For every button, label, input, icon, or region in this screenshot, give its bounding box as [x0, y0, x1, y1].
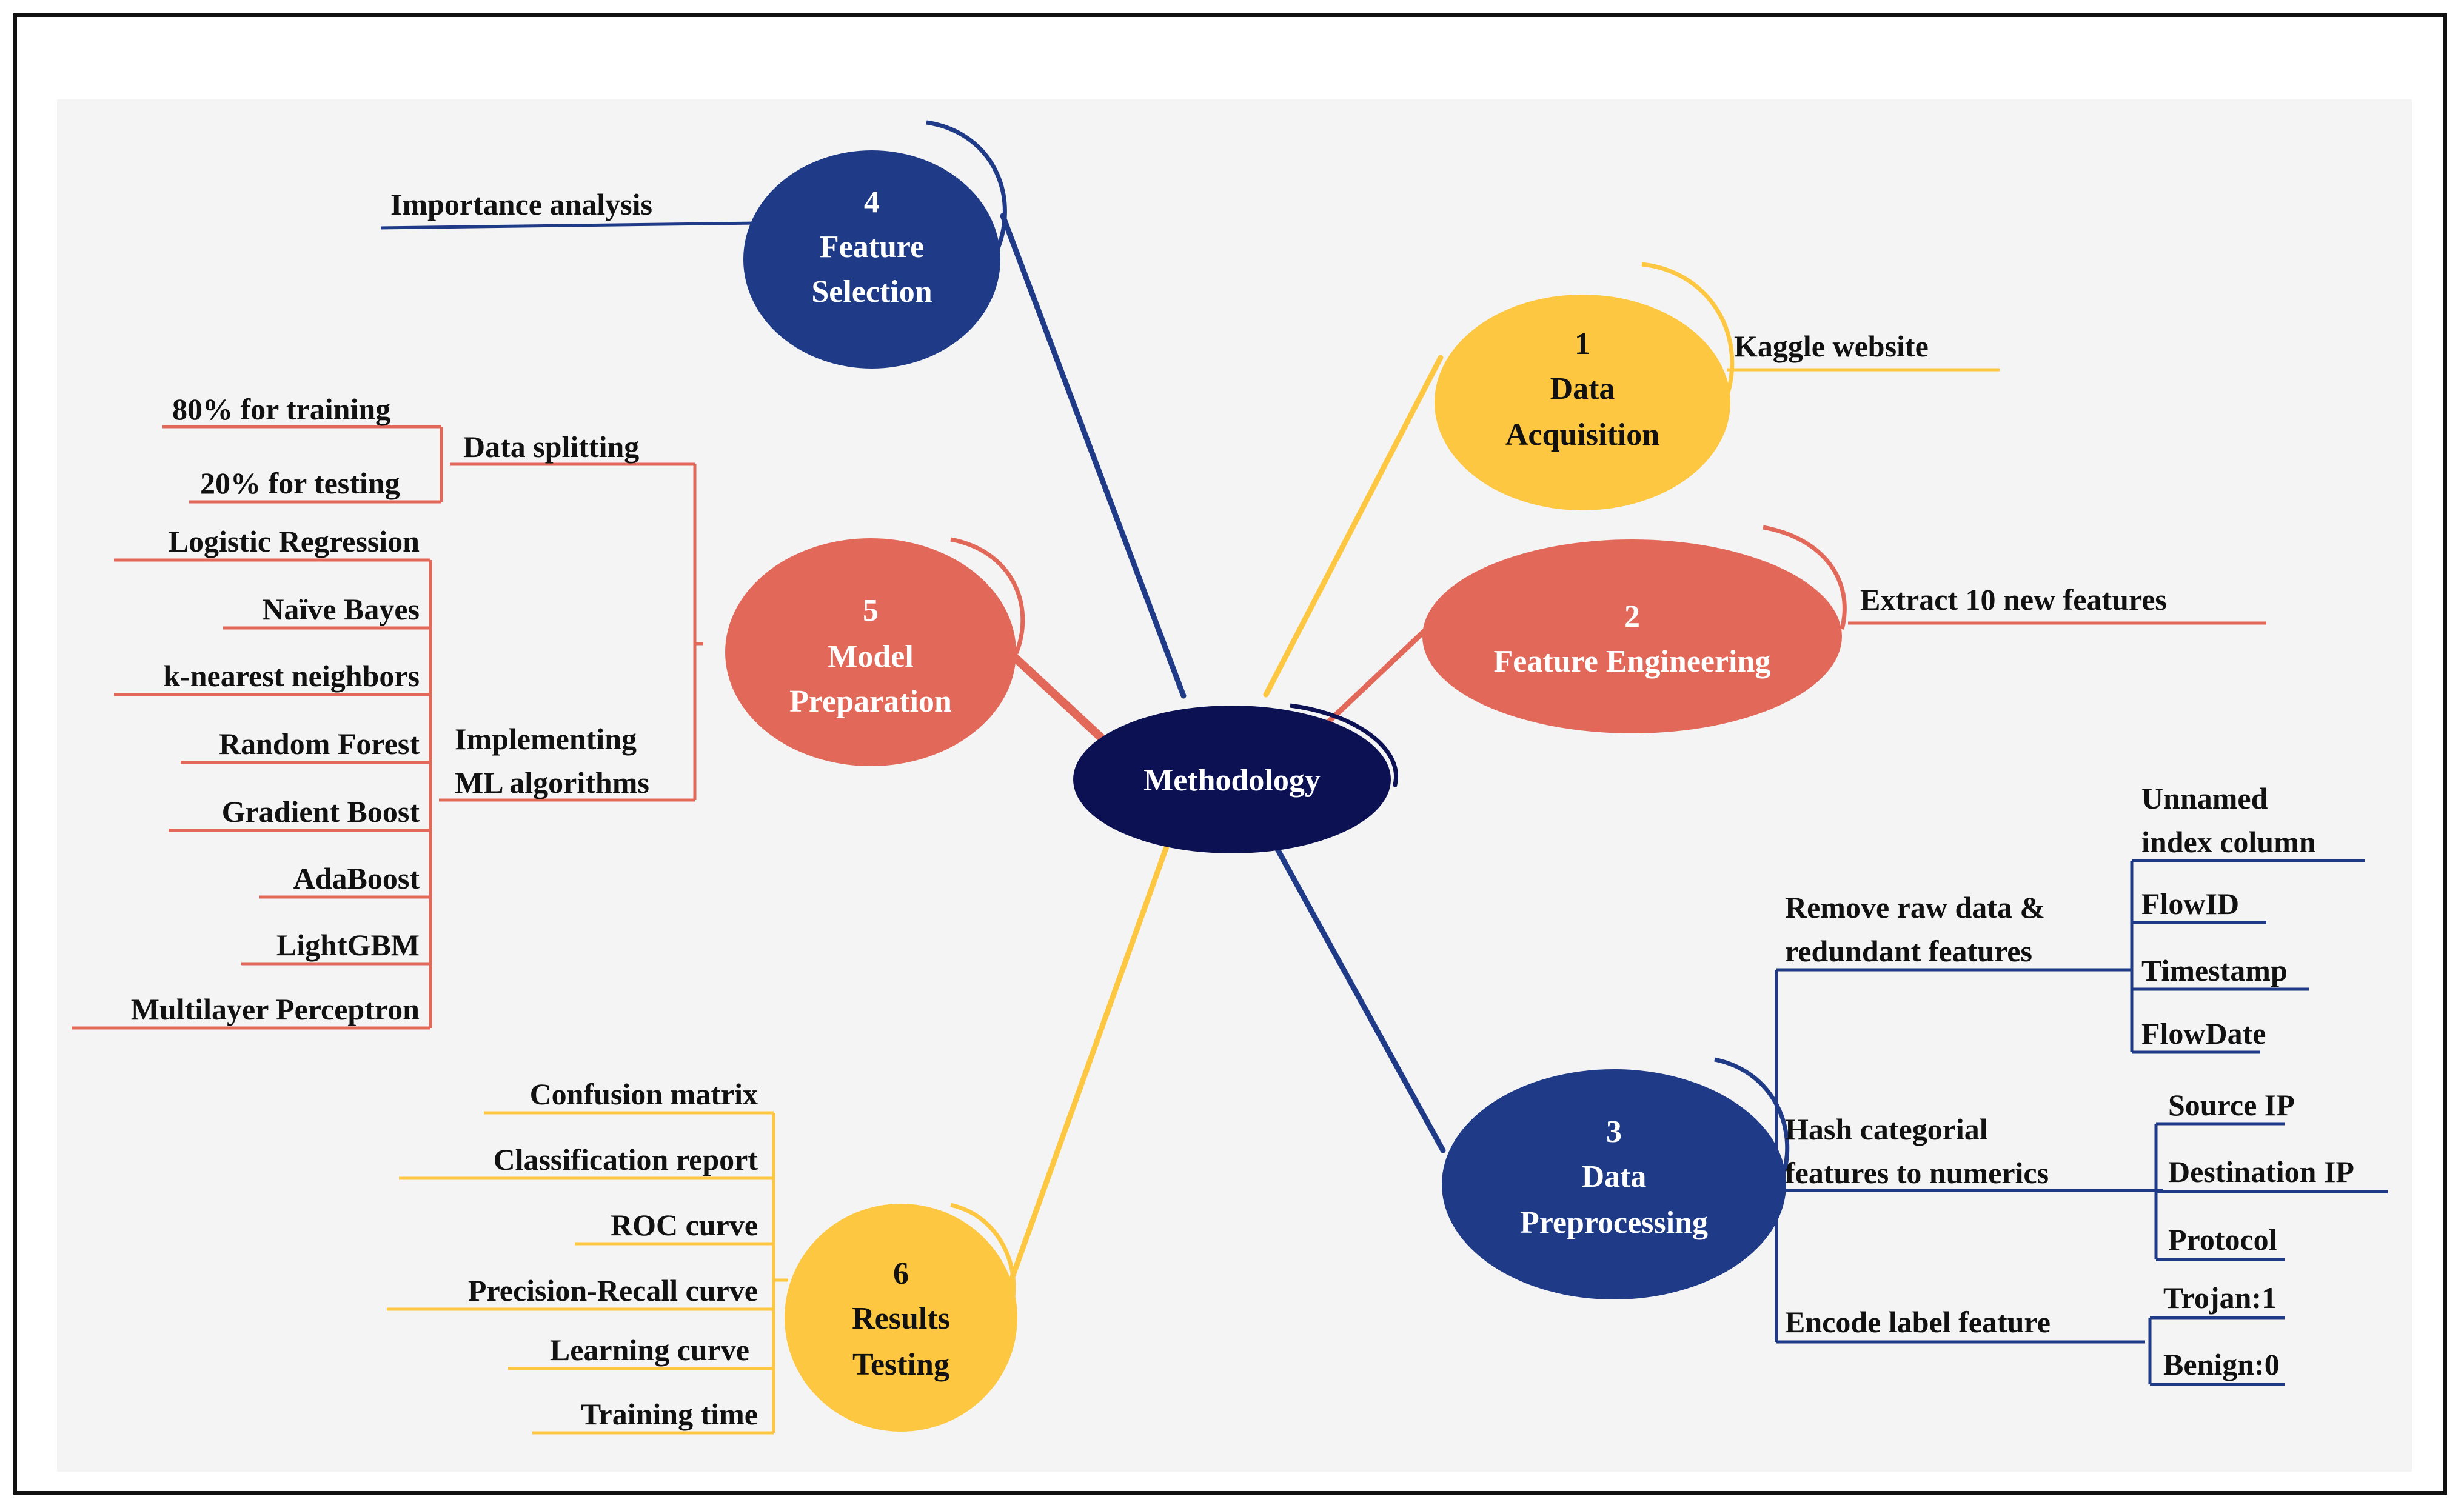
node-3-title-line1: Data — [1582, 1159, 1647, 1194]
encoded-benign: Benign:0 — [2163, 1347, 2280, 1381]
removed-unnamed: Unnamed — [2141, 781, 2268, 815]
result-precision-recall: Precision-Recall curve — [468, 1273, 758, 1307]
algorithm-list: Logistic Regression Naïve Bayes k-neares… — [131, 524, 420, 1026]
algo-lightgbm: LightGBM — [276, 928, 420, 962]
node-2-title: Feature Engineering — [1494, 644, 1771, 679]
leaf-hash-line2: features to numerics — [1785, 1156, 2049, 1190]
branch-to-node-3 — [1258, 816, 1446, 1153]
branch-to-node-4 — [1000, 213, 1187, 699]
node-4-number: 4 — [864, 185, 880, 219]
removed-flowdate: FlowDate — [2141, 1016, 2266, 1050]
hashed-destination-ip: Destination IP — [2168, 1155, 2354, 1189]
leaf-80-training: 80% for training — [172, 392, 390, 426]
node-5-model-preparation: 5 Model Preparation — [725, 537, 1025, 766]
node-4-title-line1: Feature — [820, 230, 924, 264]
node-6-number: 6 — [893, 1256, 909, 1291]
preprocessing-brackets — [1775, 859, 2388, 1386]
node-2-number: 2 — [1624, 599, 1640, 634]
model-prep-brackets — [72, 425, 703, 1030]
results-testing-brackets — [387, 1111, 788, 1435]
algo-knn: k-nearest neighbors — [163, 659, 420, 693]
node-4-feature-selection: 4 Feature Selection — [743, 120, 1007, 369]
leaf-encode-label: Encode label feature — [1785, 1305, 2051, 1339]
leaf-lines — [72, 221, 2388, 1435]
algo-mlp: Multilayer Perceptron — [131, 992, 420, 1026]
leaf-implementing-line2: ML algorithms — [455, 766, 649, 799]
diagram-frame: 4 Feature Selection 1 Data Acquisition 2… — [13, 13, 2447, 1495]
node-4-title-line2: Selection — [811, 275, 932, 309]
algo-logistic-regression: Logistic Regression — [169, 524, 420, 558]
node-3-data-preprocessing: 3 Data Preprocessing — [1442, 1057, 1790, 1299]
node-6-results-testing: 6 Results Testing — [785, 1203, 1017, 1432]
node-3-title-line2: Preprocessing — [1520, 1206, 1708, 1240]
algo-random-forest: Random Forest — [219, 727, 420, 761]
leaf-kaggle-website: Kaggle website — [1734, 329, 1929, 363]
center-node-methodology: Methodology — [1073, 703, 1398, 853]
leaf-labels: Importance analysis Kaggle website Extra… — [131, 187, 2354, 1431]
removed-index-column: index column — [2141, 825, 2316, 859]
branch-to-node-5 — [1001, 644, 1113, 749]
node-1-title-line1: Data — [1550, 372, 1615, 406]
leaf-implementing-line1: Implementing — [455, 722, 637, 756]
leaf-remove-line1: Remove raw data & — [1785, 890, 2045, 924]
algo-gradient-boost: Gradient Boost — [222, 795, 420, 829]
node-6-title-line2: Testing — [852, 1347, 949, 1382]
results-list: Confusion matrix Classification report R… — [468, 1077, 758, 1431]
leaf-20-testing: 20% for testing — [200, 466, 400, 500]
branch-to-node-2 — [1326, 613, 1444, 724]
branch-to-node-1 — [1263, 355, 1444, 698]
node-1-title-line2: Acquisition — [1505, 418, 1659, 452]
encoded-trojan: Trojan:1 — [2163, 1281, 2277, 1315]
leaf-extract-features: Extract 10 new features — [1860, 582, 2167, 616]
importance-underline — [380, 221, 757, 230]
removed-flowid: FlowID — [2141, 887, 2239, 921]
node-1-number: 1 — [1575, 327, 1590, 361]
removed-timestamp: Timestamp — [2141, 953, 2288, 987]
leaf-hash-line1: Hash categorial — [1785, 1112, 1988, 1146]
branch-lines — [1000, 213, 1446, 1300]
node-5-title-line2: Preparation — [789, 684, 952, 719]
result-learning-curve: Learning curve — [550, 1333, 749, 1367]
result-confusion-matrix: Confusion matrix — [530, 1077, 758, 1111]
node-1-data-acquisition: 1 Data Acquisition — [1435, 262, 1735, 510]
center-label: Methodology — [1143, 763, 1321, 798]
leaf-remove-line2: redundant features — [1785, 934, 2032, 968]
node-3-number: 3 — [1606, 1115, 1622, 1149]
node-6-title-line1: Results — [852, 1301, 950, 1336]
hashed-source-ip: Source IP — [2168, 1088, 2295, 1122]
algo-naive-bayes: Naïve Bayes — [262, 592, 420, 626]
result-roc-curve: ROC curve — [611, 1208, 758, 1242]
hashed-protocol: Protocol — [2168, 1223, 2277, 1256]
methodology-mind-map: 4 Feature Selection 1 Data Acquisition 2… — [57, 99, 2412, 1472]
node-2-feature-engineering: 2 Feature Engineering — [1422, 525, 1847, 733]
node-5-title-line1: Model — [828, 639, 914, 674]
leaf-data-splitting: Data splitting — [463, 430, 639, 464]
algo-adaboost: AdaBoost — [293, 861, 420, 895]
result-classification-report: Classification report — [493, 1143, 758, 1176]
node-5-number: 5 — [863, 593, 879, 628]
leaf-importance-analysis: Importance analysis — [390, 187, 652, 221]
result-training-time: Training time — [581, 1397, 758, 1431]
branch-to-node-6 — [1002, 820, 1178, 1300]
